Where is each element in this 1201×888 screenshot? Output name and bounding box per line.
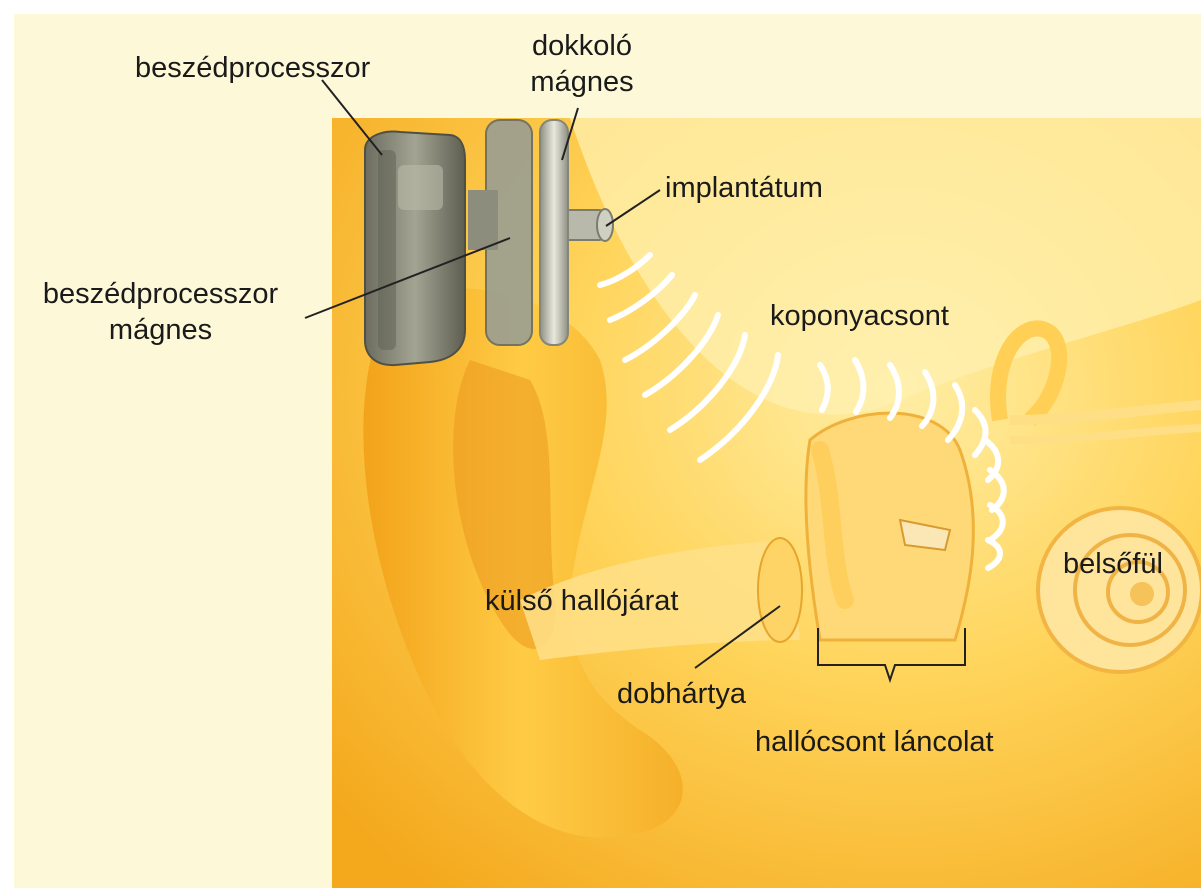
label-eardrum: dobhártya xyxy=(617,676,746,712)
label-implant: implantátum xyxy=(665,170,823,206)
label-ossicular-chain: hallócsont láncolat xyxy=(755,724,994,760)
implant-screw xyxy=(597,209,613,241)
eardrum-shape xyxy=(758,538,802,642)
label-processor-magnet: beszédprocesszor mágnes xyxy=(18,276,303,349)
label-speech-processor: beszédprocesszor xyxy=(135,50,370,86)
label-ear-canal: külső hallójárat xyxy=(485,583,678,619)
cochlea xyxy=(1038,508,1201,672)
label-skull-bone: koponyacsont xyxy=(770,298,949,334)
label-docking-magnet-line2: mágnes xyxy=(512,64,652,100)
label-processor-magnet-line1: beszédprocesszor xyxy=(18,276,303,312)
label-docking-magnet: dokkoló mágnes xyxy=(512,28,652,101)
label-processor-magnet-line2: mágnes xyxy=(18,312,303,348)
label-inner-ear: belsőfül xyxy=(1063,546,1163,582)
label-docking-magnet-line1: dokkoló xyxy=(512,28,652,64)
